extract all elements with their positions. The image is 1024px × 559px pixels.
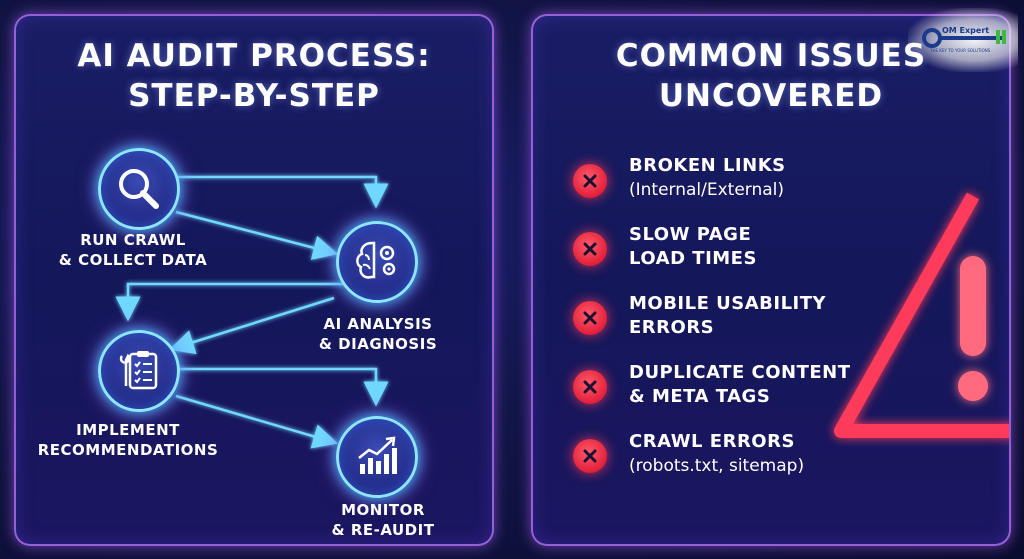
arrow-analysis-to-implement-diag bbox=[169, 296, 335, 355]
step-analysis-line2: & DIAGNOSIS bbox=[318, 335, 438, 353]
issue-title: MOBILE USABILITY bbox=[629, 293, 827, 314]
step-label-monitor: MONITOR & RE-AUDIT bbox=[318, 500, 448, 540]
title-line-1: AI AUDIT PROCESS: bbox=[77, 38, 431, 74]
warning-triangle-icon bbox=[834, 192, 1009, 438]
issue-text: BROKEN LINKS (Internal/External) bbox=[629, 154, 786, 202]
close-icon bbox=[573, 232, 607, 266]
issue-title: DUPLICATE CONTENT bbox=[629, 362, 851, 383]
om-expert-logo: OM Expert THE KEY TO YOUR SOLUTIONS bbox=[908, 8, 1018, 72]
step-label-implement: IMPLEMENT RECOMMENDATIONS bbox=[28, 420, 228, 460]
step-analysis-line1: AI ANALYSIS bbox=[323, 315, 433, 333]
audit-process-panel: AI AUDIT PROCESS: STEP-BY-STEP RUN CRAWL… bbox=[14, 14, 494, 546]
common-issues-panel: COMMON ISSUES UNCOVERED BROKEN LINKS (In… bbox=[531, 14, 1011, 546]
step-crawl-line2: & COLLECT DATA bbox=[58, 251, 208, 269]
issue-title: CRAWL ERRORS bbox=[629, 431, 795, 452]
flow-arrows bbox=[115, 175, 389, 449]
issue-text: DUPLICATE CONTENT & META TAGS bbox=[629, 361, 851, 409]
monitor-step-node bbox=[336, 416, 418, 498]
close-icon bbox=[573, 301, 607, 335]
step-monitor-line2: & RE-AUDIT bbox=[331, 521, 435, 539]
step-label-analysis: AI ANALYSIS & DIAGNOSIS bbox=[298, 314, 458, 354]
issue-text: SLOW PAGE LOAD TIMES bbox=[629, 223, 757, 271]
brain-gears-icon bbox=[356, 241, 396, 279]
title-line-1: COMMON ISSUES bbox=[615, 38, 927, 74]
implement-step-node bbox=[98, 330, 180, 412]
issue-text: CRAWL ERRORS (robots.txt, sitemap) bbox=[629, 430, 804, 478]
logo-name: OM Expert bbox=[942, 26, 990, 35]
issue-title-line2: & META TAGS bbox=[629, 386, 771, 407]
arrow-crawl-to-analysis-diag bbox=[175, 210, 339, 260]
issue-title-line2: LOAD TIMES bbox=[629, 248, 757, 269]
key-logo-icon bbox=[922, 28, 1006, 48]
title-line-2: STEP-BY-STEP bbox=[128, 78, 380, 114]
close-icon bbox=[573, 370, 607, 404]
step-crawl-line1: RUN CRAWL bbox=[80, 231, 186, 249]
common-issues-title: COMMON ISSUES UNCOVERED bbox=[533, 36, 1009, 116]
magnifier-icon bbox=[119, 169, 159, 209]
step-implement-line2: RECOMMENDATIONS bbox=[37, 441, 219, 459]
audit-process-title: AI AUDIT PROCESS: STEP-BY-STEP bbox=[16, 36, 492, 116]
issue-title: BROKEN LINKS bbox=[629, 155, 786, 176]
clipboard-wrench-icon bbox=[119, 351, 158, 390]
issue-subtitle: (robots.txt, sitemap) bbox=[629, 456, 805, 476]
issue-text: MOBILE USABILITY ERRORS bbox=[629, 292, 826, 340]
step-monitor-line1: MONITOR bbox=[341, 501, 425, 519]
analysis-step-node bbox=[336, 221, 418, 303]
growth-chart-icon bbox=[358, 436, 397, 474]
issue-title: SLOW PAGE bbox=[629, 224, 752, 245]
arrow-implement-to-monitor-diag bbox=[175, 394, 338, 449]
arrow-implement-to-monitor-top bbox=[176, 367, 389, 407]
arrow-crawl-to-analysis-top bbox=[176, 175, 389, 209]
step-implement-line1: IMPLEMENT bbox=[76, 421, 180, 439]
title-line-2: UNCOVERED bbox=[658, 78, 884, 114]
close-icon bbox=[573, 439, 607, 473]
logo-tagline: THE KEY TO YOUR SOLUTIONS bbox=[930, 48, 991, 53]
crawl-step-node bbox=[98, 148, 180, 230]
issue-subtitle: (Internal/External) bbox=[629, 180, 785, 200]
close-icon bbox=[573, 164, 607, 198]
arrow-analysis-to-implement-top bbox=[115, 282, 376, 322]
issue-title-line2: ERRORS bbox=[629, 317, 715, 338]
step-label-crawl: RUN CRAWL & COLLECT DATA bbox=[38, 230, 228, 270]
